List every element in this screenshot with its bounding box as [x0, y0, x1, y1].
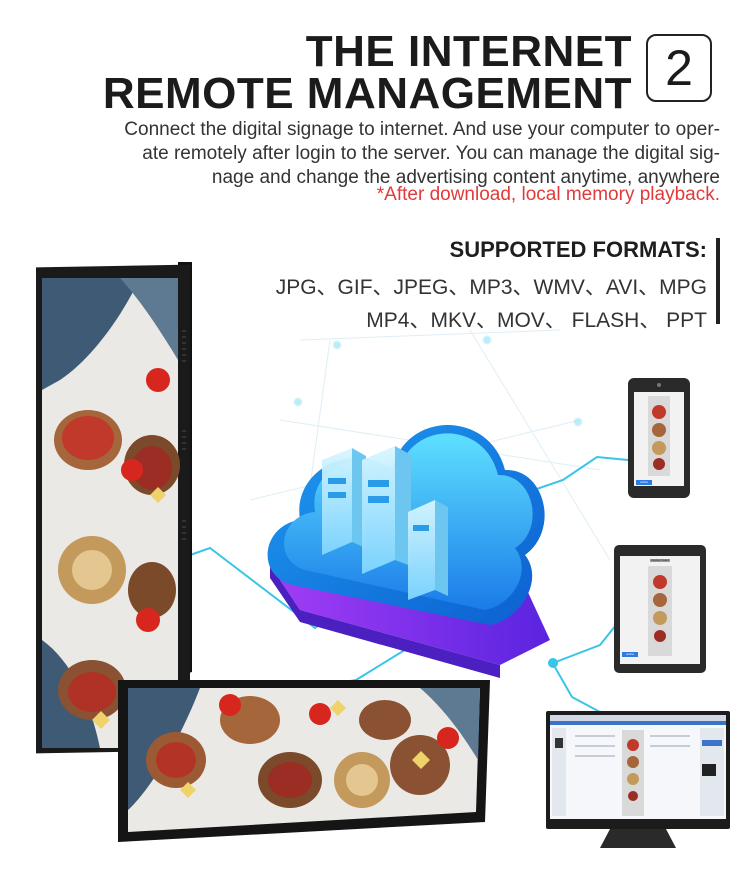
- tablet-header-text: display board: [651, 558, 669, 562]
- description-line-3: nage and change the advertising content …: [211, 167, 720, 188]
- server-icons: [322, 446, 448, 600]
- cloud-shape: [267, 425, 545, 625]
- formats-line-1: JPG、GIF、JPEG、MP3、WMV、AVI、MPG: [275, 276, 707, 299]
- connection-node: [548, 658, 558, 668]
- tablet-online-button: online: [625, 652, 634, 656]
- section-number: 2: [665, 40, 693, 96]
- food-content-horizontal: [146, 694, 459, 808]
- glow-dots: [293, 335, 583, 427]
- phone-online-button: online: [639, 480, 648, 484]
- title-line-1: THE INTERNET: [305, 27, 632, 76]
- formats-line-2: MP4、MKV、MOV、 FLASH、 PPT: [366, 309, 707, 332]
- phone-device: [628, 378, 690, 498]
- description-line-1: Connect the digital signage to internet.…: [124, 119, 720, 140]
- horizontal-signage-display: [118, 680, 490, 842]
- food-content-vertical: [42, 278, 180, 748]
- tablet-device: [614, 545, 706, 673]
- title-line-2: REMOTE MANAGEMENT: [102, 69, 632, 118]
- vertical-signage-display: [36, 262, 192, 754]
- description-line-2: ate remotely after login to the server. …: [142, 143, 720, 164]
- section-number-badge: 2: [646, 34, 712, 102]
- formats-title: SUPPORTED FORMATS:: [449, 237, 707, 262]
- formats-divider: [716, 238, 720, 324]
- desktop-monitor: [546, 711, 730, 848]
- playback-note: *After download, local memory playback.: [376, 184, 720, 205]
- vent-grill: [182, 330, 186, 540]
